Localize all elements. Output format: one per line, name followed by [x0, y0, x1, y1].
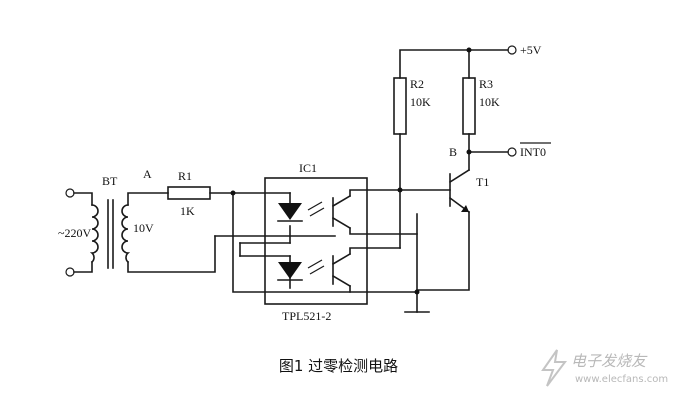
int0-terminal: [507, 147, 517, 157]
input-wires: [73, 192, 93, 273]
led-bottom: [277, 262, 303, 281]
watermark-name: 电子发烧友: [571, 352, 647, 370]
watermark: 电子发烧友 www.elecfans.com: [535, 340, 675, 400]
figure-caption: 图1 过零检测电路: [278, 357, 399, 375]
label-r2-value: 10K: [410, 95, 431, 109]
label-int0: INT0: [520, 145, 546, 159]
watermark-logo-icon: [541, 349, 567, 387]
label-r3-value: 10K: [479, 95, 500, 109]
ground-symbol: [404, 291, 430, 313]
phototransistor-bottom: [331, 247, 401, 293]
phototransistor-top: [331, 189, 418, 235]
label-node-a: A: [143, 167, 152, 181]
label-bt: BT: [102, 174, 118, 188]
junction-dots: [230, 47, 472, 295]
light-arrows: [307, 201, 325, 275]
label-ic-part: TPL521-2: [282, 309, 331, 323]
label-supply: +5V: [520, 43, 542, 57]
ic1-package: [264, 177, 368, 305]
supply-terminal: [507, 45, 517, 55]
input-terminal-top: [65, 188, 75, 198]
label-r1: R1: [178, 169, 192, 183]
input-terminal-bottom: [65, 267, 75, 277]
label-node-b: B: [449, 145, 457, 159]
transistor-t1: [416, 168, 471, 291]
label-t1: T1: [476, 175, 489, 189]
label-voltage-in: ~220V: [58, 226, 91, 240]
label-voltage-out: 10V: [133, 221, 154, 235]
label-r3: R3: [479, 77, 493, 91]
transformer-bt: [89, 192, 216, 273]
watermark-url: www.elecfans.com: [575, 374, 669, 385]
resistor-r1: [167, 186, 211, 200]
ic1-internal-wiring: [214, 192, 418, 293]
led-top: [277, 203, 303, 222]
label-r2: R2: [410, 77, 424, 91]
label-r1-value: 1K: [180, 204, 195, 218]
label-ic1: IC1: [299, 161, 317, 175]
